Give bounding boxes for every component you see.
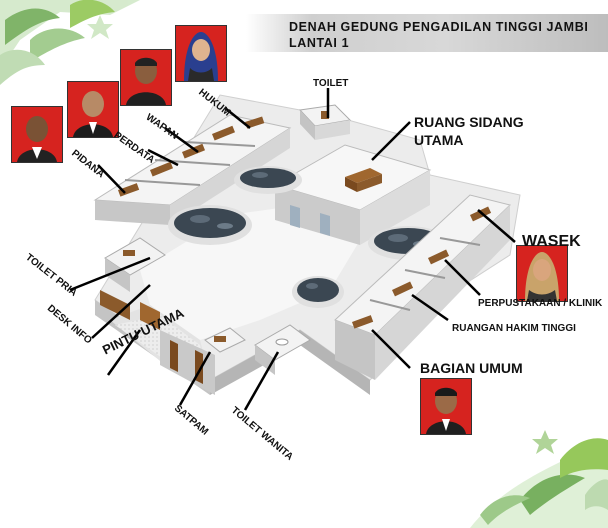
photo-wasek — [516, 245, 568, 302]
label-ruangan-hakim: RUANGAN HAKIM TINGGI — [452, 323, 576, 334]
label-toilet: TOILET — [313, 78, 349, 89]
title-banner — [246, 14, 608, 52]
right-wing-offices — [334, 194, 511, 380]
photo-bagian-umum — [420, 378, 472, 435]
label-wasek: WASEK — [522, 233, 581, 250]
title-line-1: DENAH GEDUNG PENGADILAN TINGGI JAMBI — [289, 20, 589, 34]
photo-wapan — [120, 49, 172, 106]
title-line-2: LANTAI 1 — [289, 36, 350, 50]
label-bagian-umum: BAGIAN UMUM — [420, 360, 523, 376]
ruang-sidang-utama-block — [273, 144, 432, 245]
pond-top — [234, 166, 302, 194]
photo-pidana — [11, 106, 63, 163]
label-ruang-sidang-2: UTAMA — [414, 132, 464, 148]
photo-perdata — [67, 81, 119, 138]
photo-hukum — [175, 25, 227, 82]
satpam-block — [204, 327, 246, 353]
toilet-top-block — [298, 104, 352, 140]
label-ruang-sidang-1: RUANG SIDANG — [414, 114, 524, 130]
pond-left — [168, 205, 252, 245]
leader-lines — [69, 88, 516, 411]
label-perpustakaan: PERPUSTAKAAN / KLINIK — [478, 298, 603, 309]
pond-center — [292, 276, 344, 308]
foliage-decoration-top-left — [0, 0, 140, 85]
foliage-decoration-bottom-right — [470, 430, 608, 528]
